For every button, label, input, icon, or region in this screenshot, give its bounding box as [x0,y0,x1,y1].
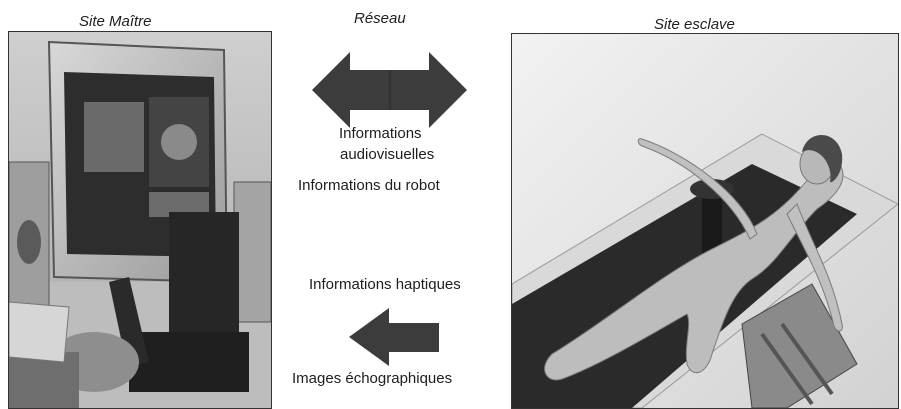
slave-site-label: Site esclave [654,16,735,33]
av-info-label-line1: Informations [339,125,422,142]
slave-site-illustration [512,34,898,408]
slave-site-photo [511,33,899,409]
master-site-label: Site Maître [79,13,152,30]
master-site-illustration [9,32,271,408]
haptic-info-label: Informations haptiques [309,276,461,293]
robot-info-label: Informations du robot [298,177,440,194]
network-label: Réseau [354,10,406,27]
master-site-photo [8,31,272,409]
double-arrow-icon [312,52,467,128]
echo-images-label: Images échographiques [292,370,453,387]
left-arrow-icon [349,308,439,366]
av-info-label-line2: audiovisuelles [340,146,435,163]
